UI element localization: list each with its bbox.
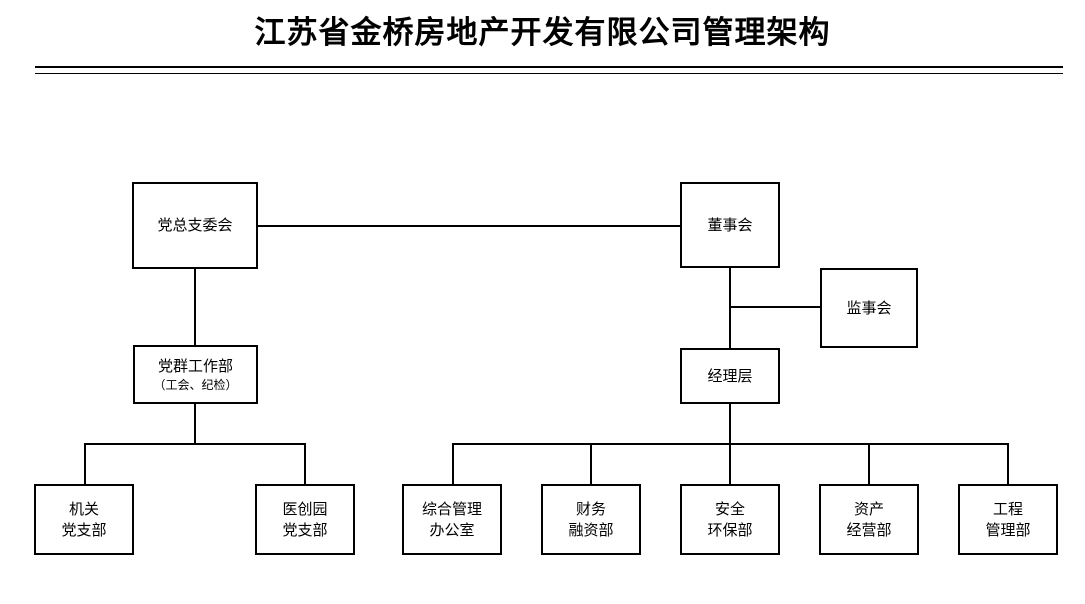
node-label: 经理层 [707, 366, 753, 385]
node-finance-dept[interactable]: 财务 融资部 [541, 484, 641, 555]
edge-bus-to-engineering-dept [1007, 443, 1009, 484]
page-title: 江苏省金桥房地产开发有限公司管理架构 [254, 15, 831, 51]
node-asset-ops-dept[interactable]: 资产 经营部 [819, 484, 919, 555]
node-party-committee[interactable]: 党总支委会 [132, 182, 258, 269]
edge-bus-to-org-branch [84, 443, 86, 484]
edge-bus-to-safety-env-dept [729, 443, 731, 484]
edge-board-to-supervisors [729, 306, 820, 308]
title-divider-rule [35, 66, 1063, 74]
edge-bus-to-general-admin-office [452, 443, 454, 484]
edge-bus-to-asset-ops-dept [868, 443, 870, 484]
node-label: 监事会 [846, 298, 892, 317]
node-safety-env-dept[interactable]: 安全 环保部 [680, 484, 780, 555]
node-label-line1: 财务 [575, 500, 606, 519]
node-management[interactable]: 经理层 [680, 348, 780, 404]
node-label-line2: 党支部 [61, 520, 107, 539]
node-label-line1: 工程 [992, 500, 1023, 519]
node-label-line1: 机关 [68, 500, 99, 519]
node-org-branch[interactable]: 机关 党支部 [34, 484, 134, 555]
party-branch-bus [84, 443, 305, 445]
edge-management-stem [729, 404, 731, 444]
edge-bus-to-medical-park-branch [304, 443, 306, 484]
node-engineering-dept[interactable]: 工程 管理部 [958, 484, 1058, 555]
edge-bus-to-finance-dept [590, 443, 592, 484]
node-label: 党群工作部 [157, 356, 233, 375]
node-medical-park-branch[interactable]: 医创园 党支部 [255, 484, 355, 555]
node-label-line1: 安全 [714, 500, 745, 519]
node-label-line1: 综合管理 [421, 500, 482, 519]
edge-party-committee-to-party-work-dept [194, 269, 196, 345]
edge-party-work-dept-stem [194, 404, 196, 444]
node-supervisors[interactable]: 监事会 [820, 268, 918, 348]
node-label: 党总支委会 [157, 216, 233, 235]
node-label-line2: 环保部 [707, 520, 753, 539]
node-sublabel: （工会、纪检） [153, 378, 238, 393]
node-label-line2: 经营部 [846, 520, 892, 539]
node-board[interactable]: 董事会 [680, 182, 780, 268]
edge-party-committee-to-board [258, 225, 680, 227]
node-label-line2: 管理部 [985, 520, 1031, 539]
edge-board-to-management [729, 268, 731, 348]
node-label-line1: 医创园 [282, 500, 328, 519]
node-label-line2: 融资部 [568, 520, 614, 539]
node-label-line2: 办公室 [429, 520, 475, 539]
node-general-admin-office[interactable]: 综合管理 办公室 [402, 484, 502, 555]
node-label-line1: 资产 [853, 500, 884, 519]
node-party-work-dept[interactable]: 党群工作部 （工会、纪检） [133, 345, 258, 404]
node-label: 董事会 [707, 215, 753, 234]
node-label-line2: 党支部 [282, 520, 328, 539]
